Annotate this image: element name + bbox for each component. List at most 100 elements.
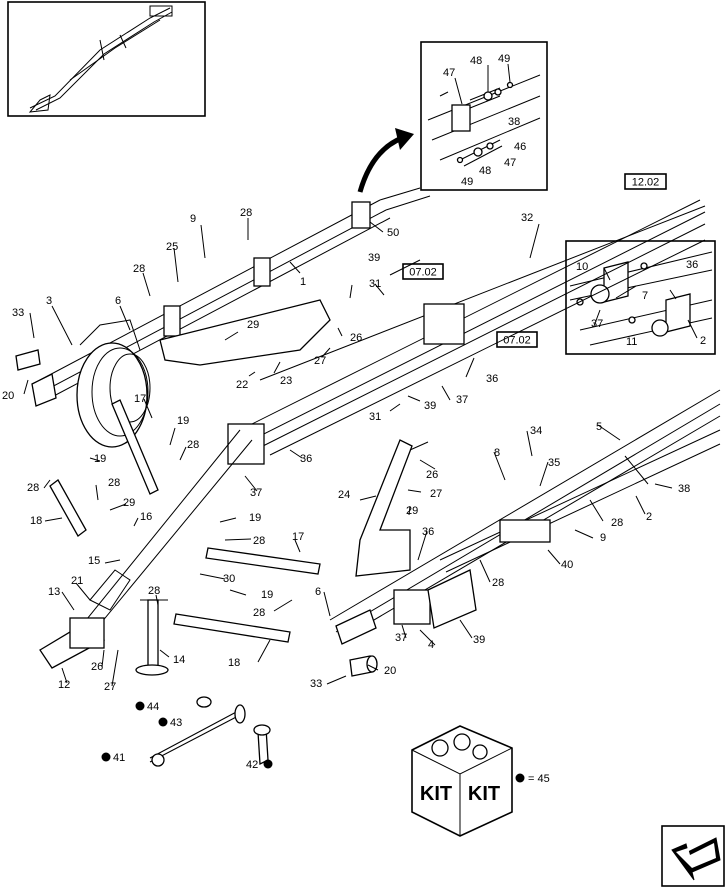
kit-legend-text: = 45 bbox=[528, 773, 550, 785]
callout-33: 33 bbox=[12, 307, 24, 319]
callout-20: 20 bbox=[384, 665, 396, 677]
callout-2: 2 bbox=[700, 335, 706, 347]
callout-39: 39 bbox=[424, 400, 436, 412]
reference-07-02-a-label: 07.02 bbox=[409, 267, 437, 279]
callout-28: 28 bbox=[108, 477, 120, 489]
callout-28: 28 bbox=[187, 439, 199, 451]
callout-18: 18 bbox=[30, 515, 42, 527]
callout-labels: 47 48 49 38 46 47 48 49 10 36 7 37 11 2 … bbox=[2, 53, 706, 771]
kit-box: KIT KIT = 45 bbox=[411, 725, 550, 837]
callout-31: 31 bbox=[369, 278, 381, 290]
callout-27: 27 bbox=[430, 488, 442, 500]
callout-28: 28 bbox=[240, 207, 252, 219]
callout-9: 9 bbox=[600, 532, 606, 544]
overview-thumbnail bbox=[7, 1, 206, 117]
callout-47: 47 bbox=[504, 157, 516, 169]
main-frame-drawing bbox=[15, 187, 721, 767]
callout-37: 37 bbox=[250, 487, 262, 499]
callout-38: 38 bbox=[508, 116, 520, 128]
callout-36: 36 bbox=[486, 373, 498, 385]
callout-26: 26 bbox=[426, 469, 438, 481]
callout-2: 2 bbox=[646, 511, 652, 523]
callout-39: 39 bbox=[368, 252, 380, 264]
callout-33: 33 bbox=[310, 678, 322, 690]
reference-12-02[interactable]: 12.02 bbox=[624, 173, 667, 190]
callout-23: 23 bbox=[280, 375, 292, 387]
callout-4: 4 bbox=[428, 639, 434, 651]
callout-42: 42 bbox=[246, 759, 258, 771]
callout-21: 21 bbox=[71, 575, 83, 587]
callout-28: 28 bbox=[133, 263, 145, 275]
callout-13: 13 bbox=[48, 586, 60, 598]
callout-28: 28 bbox=[27, 482, 39, 494]
callout-5: 5 bbox=[596, 421, 602, 433]
callout-36: 36 bbox=[300, 453, 312, 465]
callout-36: 36 bbox=[686, 259, 698, 271]
callout-6: 6 bbox=[315, 586, 321, 598]
callout-28: 28 bbox=[611, 517, 623, 529]
callout-37: 37 bbox=[395, 632, 407, 644]
callout-26: 26 bbox=[91, 661, 103, 673]
callout-48: 48 bbox=[479, 165, 491, 177]
callout-17: 17 bbox=[134, 393, 146, 405]
callout-31: 31 bbox=[369, 411, 381, 423]
callout-44: 44 bbox=[147, 701, 159, 713]
callout-25: 25 bbox=[166, 241, 178, 253]
kit-label-right: KIT bbox=[468, 783, 500, 805]
callout-27: 27 bbox=[314, 355, 326, 367]
callout-17: 17 bbox=[292, 531, 304, 543]
callout-30: 30 bbox=[223, 573, 235, 585]
callout-16: 16 bbox=[140, 511, 152, 523]
callout-28: 28 bbox=[492, 577, 504, 589]
callout-29: 29 bbox=[247, 319, 259, 331]
callout-6: 6 bbox=[115, 295, 121, 307]
callout-9: 9 bbox=[190, 213, 196, 225]
reference-07-02-a[interactable]: 07.02 bbox=[402, 263, 444, 280]
kit-legend-bullet bbox=[515, 773, 525, 783]
leader-lines bbox=[23, 218, 698, 687]
callout-19: 19 bbox=[249, 512, 261, 524]
callout-19: 19 bbox=[94, 453, 106, 465]
callout-7: 7 bbox=[642, 290, 648, 302]
callout-24: 24 bbox=[338, 489, 350, 501]
callout-22: 22 bbox=[236, 379, 248, 391]
callout-34: 34 bbox=[530, 425, 542, 437]
callout-1: 1 bbox=[300, 276, 306, 288]
callout-19: 19 bbox=[261, 589, 273, 601]
callout-37: 37 bbox=[591, 318, 603, 330]
callout-27: 27 bbox=[104, 681, 116, 693]
detail-inset-right bbox=[565, 240, 716, 355]
kit-label-left: KIT bbox=[420, 783, 452, 805]
callout-41: 41 bbox=[113, 752, 125, 764]
callout-14: 14 bbox=[173, 654, 185, 666]
callout-49: 49 bbox=[498, 53, 510, 65]
callout-29: 29 bbox=[123, 497, 135, 509]
bullet-44 bbox=[135, 701, 145, 711]
callout-15: 15 bbox=[88, 555, 100, 567]
callout-20: 20 bbox=[2, 390, 14, 402]
callout-47: 47 bbox=[443, 67, 455, 79]
pointer-arrow bbox=[357, 128, 414, 193]
callout-39: 39 bbox=[473, 634, 485, 646]
bullet-41 bbox=[101, 752, 111, 762]
callout-46: 46 bbox=[514, 141, 526, 153]
callout-48: 48 bbox=[470, 55, 482, 67]
callout-26: 26 bbox=[350, 332, 362, 344]
callout-8: 8 bbox=[494, 447, 500, 459]
bullet-43 bbox=[158, 717, 168, 727]
callout-28: 28 bbox=[148, 585, 160, 597]
callout-12: 12 bbox=[58, 679, 70, 691]
callout-32: 32 bbox=[521, 212, 533, 224]
callout-10: 10 bbox=[576, 261, 588, 273]
callout-38: 38 bbox=[678, 483, 690, 495]
callout-43: 43 bbox=[170, 717, 182, 729]
callout-28: 28 bbox=[253, 535, 265, 547]
reference-07-02-b[interactable]: 07.02 bbox=[496, 331, 538, 348]
callout-18: 18 bbox=[228, 657, 240, 669]
callout-3: 3 bbox=[46, 295, 52, 307]
callout-40: 40 bbox=[561, 559, 573, 571]
next-page-arrow-icon[interactable] bbox=[661, 825, 725, 887]
bullet-42 bbox=[263, 759, 273, 769]
callout-19: 19 bbox=[177, 415, 189, 427]
